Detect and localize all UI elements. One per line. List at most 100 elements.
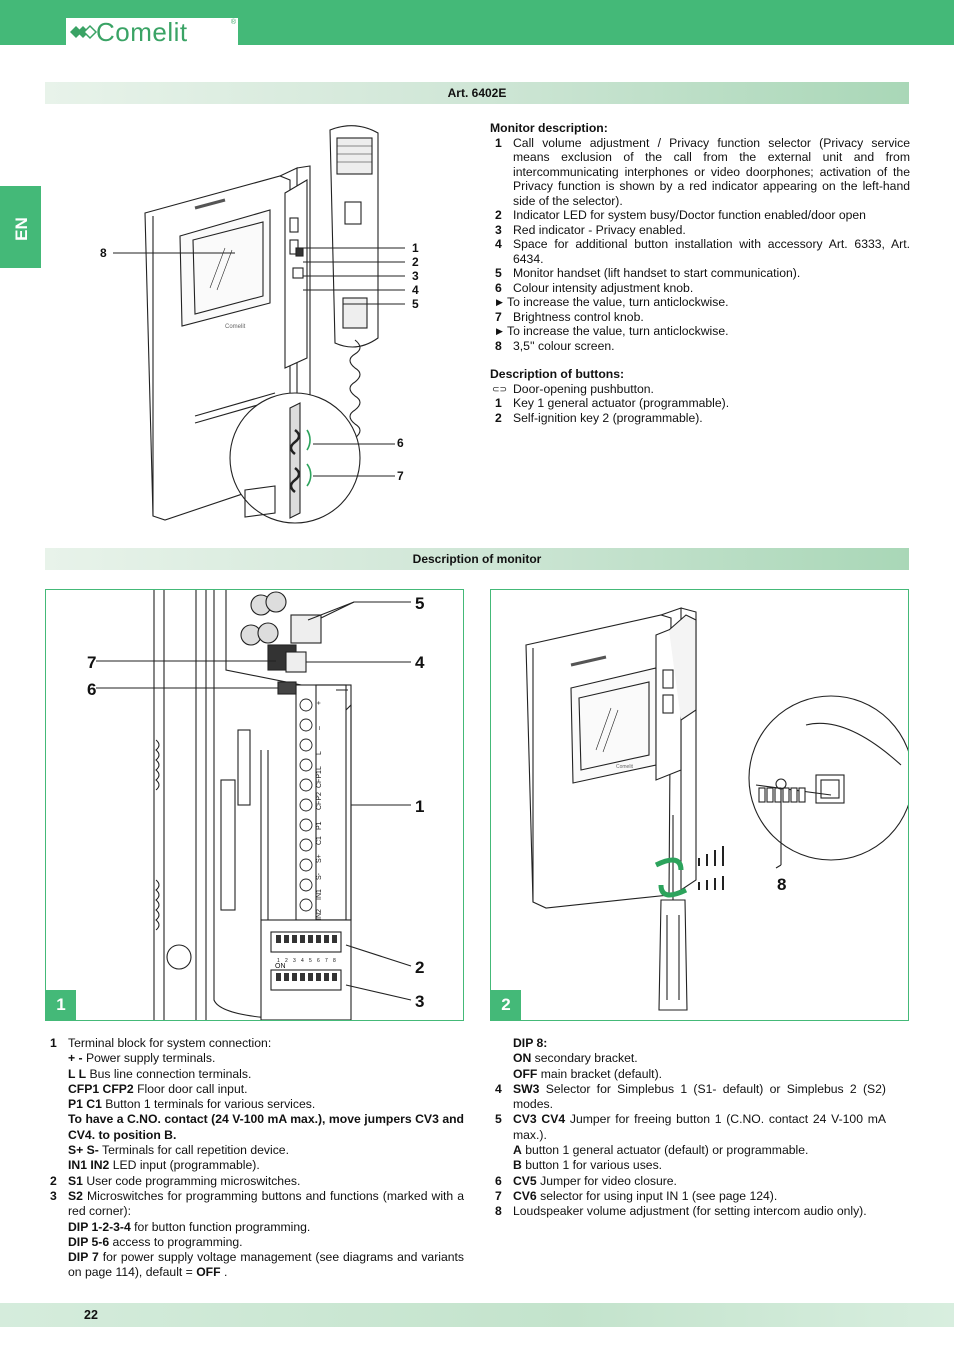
fig1-callout-4: 4: [415, 653, 425, 672]
arrow-right-icon: ▶: [496, 326, 503, 336]
footer-bar: 22: [0, 1303, 954, 1327]
brand-logo: Comelit ®: [66, 17, 238, 47]
terminal-label: L: [316, 751, 323, 755]
terminal-label: C1: [316, 836, 323, 845]
desc-item: ▶To increase the value, turn anticlockwi…: [496, 295, 729, 309]
list-item: DIP 1-2-3-4 for button function programm…: [68, 1219, 311, 1234]
right-legend: DIP 8: ON secondary bracket. OFF main br…: [490, 1036, 886, 1220]
terminal-label: IN1: [316, 889, 323, 900]
list-item: L L Bus line connection terminals.: [68, 1066, 252, 1081]
list-item: IN1 IN2 LED input (programmable).: [68, 1158, 260, 1173]
terminal-label: CFP2: [316, 792, 323, 810]
logo-wordmark: Comelit: [96, 17, 188, 47]
fig1-callout-1: 1: [415, 797, 424, 816]
key-icon: ⊂⊃: [492, 383, 508, 394]
fig1-callout-3: 3: [415, 992, 424, 1011]
fig2-callout-8: 8: [777, 875, 786, 894]
dip-number: 4: [301, 958, 304, 964]
callout-1: 1: [412, 241, 419, 255]
terminal-label: P1: [316, 821, 323, 830]
svg-text:Comelit: Comelit: [225, 324, 246, 330]
fig1-callout-6: 6: [87, 680, 96, 699]
callout-6: 6: [397, 436, 404, 450]
terminal-board-figure: + – L L CFP1 CFP2 P1 C1 S+ S- IN1 IN2 ON…: [87, 590, 425, 1020]
terminal-label: –: [316, 726, 323, 730]
header-bar: Comelit ®: [0, 0, 954, 47]
terminal-label: L: [316, 766, 323, 770]
callout-3: 3: [412, 269, 419, 283]
dip-number: 7: [325, 958, 328, 964]
dip-number: 5: [309, 958, 312, 964]
dip-number: 2: [285, 958, 288, 964]
list-item: To have a C.NO. contact (24 V-100 mA max…: [68, 1112, 464, 1142]
figure-2-number: 2: [491, 990, 521, 1020]
fig1-callout-2: 2: [415, 958, 424, 977]
monitor-overview-figure: Comelit: [100, 125, 419, 524]
list-item: DIP 7 for power supply voltage managemen…: [68, 1250, 464, 1280]
callout-5: 5: [412, 297, 419, 311]
dip-number: 6: [317, 958, 320, 964]
arrow-right-icon: ▶: [496, 297, 503, 307]
terminal-label: IN2: [316, 909, 323, 920]
callout-8: 8: [100, 246, 107, 260]
dip-number: 3: [293, 958, 296, 964]
list-item: P1 C1 Button 1 terminals for various ser…: [68, 1097, 316, 1112]
terminal-label: CFP1: [316, 770, 323, 788]
callout-4: 4: [412, 283, 419, 297]
fig1-callout-5: 5: [415, 594, 424, 613]
desc-item: ▶To increase the value, turn anticlockwi…: [496, 324, 729, 338]
list-item: DIP 8:: [513, 1036, 548, 1050]
dip-number: 1: [277, 958, 280, 964]
list-item: A button 1 general actuator (default) or…: [513, 1143, 809, 1158]
list-item: DIP 5-6 access to programming.: [68, 1234, 243, 1249]
terminal-label: S+: [316, 854, 323, 863]
dip-on-label: ON: [275, 963, 286, 970]
dip-number: 8: [333, 958, 336, 964]
svg-text:Comelit: Comelit: [616, 764, 634, 770]
logo-mark-icon: [70, 24, 98, 40]
volume-adjust-figure: Comelit: [525, 607, 908, 1011]
buttons-description-heading: Description of buttons:: [490, 367, 625, 381]
logo-registered: ®: [230, 19, 236, 26]
figure-1-number: 1: [46, 990, 76, 1020]
language-tab[interactable]: EN: [0, 186, 41, 268]
desc-item: ⊂⊃Door-opening pushbutton.: [492, 381, 654, 396]
figure-2-box: Comelit: [490, 589, 909, 1021]
list-item: ON secondary bracket.: [513, 1051, 638, 1066]
section-title-article: Art. 6402E: [45, 82, 909, 104]
terminal-label: S-: [316, 872, 323, 880]
page-number: 22: [84, 1308, 98, 1322]
list-item: B button 1 for various uses.: [513, 1158, 663, 1173]
terminal-label: +: [316, 701, 323, 705]
section-title-description: Description of monitor: [45, 548, 909, 570]
monitor-description-heading: Monitor description:: [490, 121, 608, 135]
figure-1-box: + – L L CFP1 CFP2 P1 C1 S+ S- IN1 IN2 ON…: [45, 589, 464, 1021]
list-item: + - Power supply terminals.: [68, 1051, 216, 1066]
list-item: S+ S- Terminals for call repetition devi…: [68, 1143, 289, 1158]
list-item: OFF main bracket (default).: [513, 1066, 663, 1081]
fig1-callout-7: 7: [87, 653, 96, 672]
callout-7: 7: [397, 469, 404, 483]
callout-2: 2: [412, 255, 419, 269]
list-item: CFP1 CFP2 Floor door call input.: [68, 1081, 248, 1096]
language-label: EN: [11, 217, 31, 241]
